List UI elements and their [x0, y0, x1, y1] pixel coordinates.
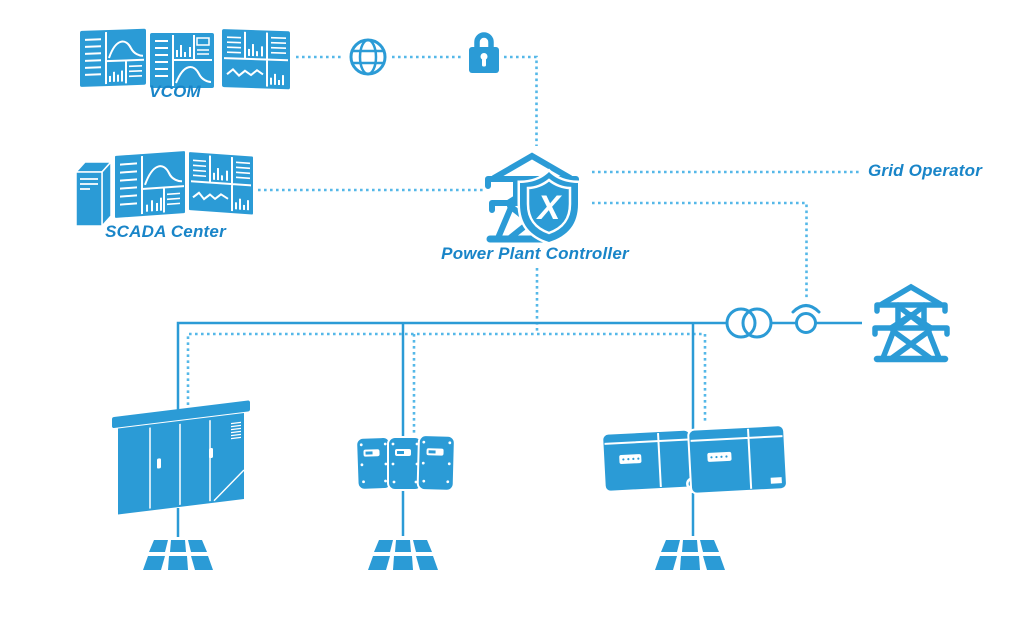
transmission-tower-icon [872, 283, 950, 363]
power-plant-controller-label: Power Plant Controller [441, 244, 629, 263]
solar-array-left [143, 540, 213, 570]
scada-center-label: SCADA Center [105, 222, 226, 241]
server-tower-icon [74, 160, 113, 228]
solar-array-right [655, 540, 725, 570]
shield-letter: X [536, 189, 563, 227]
grid-operator-label: Grid Operator [868, 161, 983, 180]
vcom-label: VCOM [149, 82, 201, 101]
globe-icon [349, 38, 387, 76]
wall-inverter-units-icon [600, 424, 788, 495]
shield-icon: X [517, 168, 581, 245]
server-and-screens-icon [74, 149, 255, 228]
inverter-cabinet-icon [112, 400, 250, 515]
padlock-icon [469, 32, 499, 73]
string-inverters-icon [355, 434, 456, 492]
pylon-shield-icon: X [485, 152, 581, 245]
breaker-signal-icon [791, 304, 821, 334]
solar-array-center [368, 540, 438, 570]
transformer-icon [725, 307, 773, 339]
monitoring-screens-icon [80, 28, 290, 90]
solid-connectors [176, 321, 862, 537]
